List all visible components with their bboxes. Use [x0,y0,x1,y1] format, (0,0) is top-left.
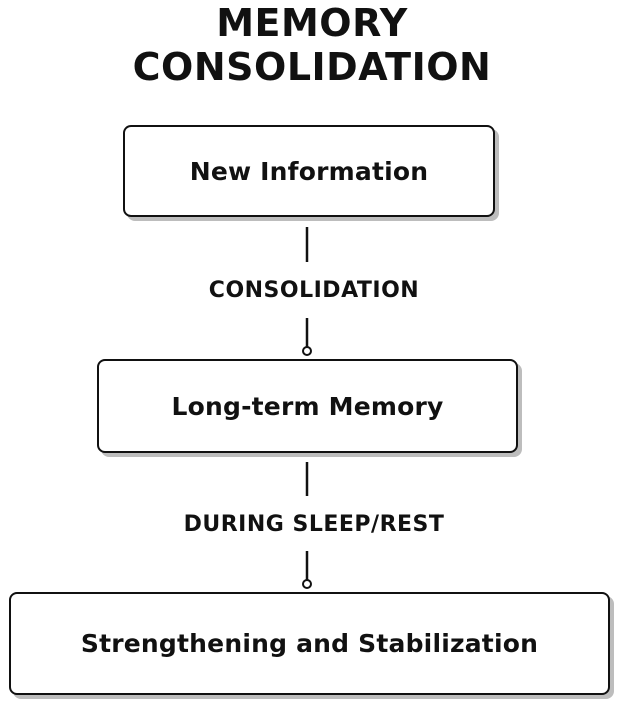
connector-1-end-dot [302,346,312,356]
node-new-information: New Information [123,125,495,217]
node-strengthening-and-stabilization: Strengthening and Stabilization [9,592,610,695]
node-label: Strengthening and Stabilization [80,629,539,658]
page-title-line-2: CONSOLIDATION [132,45,492,89]
edge-label-consolidation: CONSOLIDATION [208,278,420,303]
node-label: Long-term Memory [171,391,444,421]
connector-2-end-dot [302,579,312,589]
node-long-term-memory: Long-term Memory [97,359,518,453]
page-title-line-1: MEMORY [216,1,408,45]
edge-label-during-sleep-rest: DURING SLEEP/REST [183,512,445,537]
node-label: New Information [189,156,429,186]
